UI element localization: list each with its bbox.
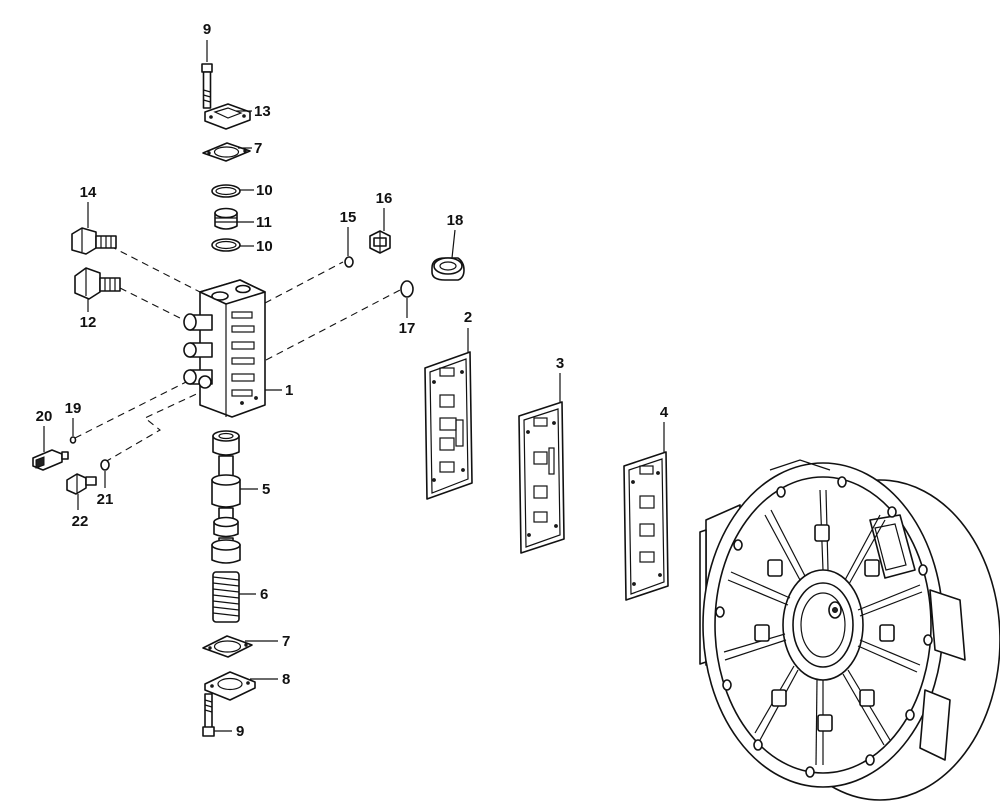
callout-9-top: 9	[203, 21, 211, 38]
callout-20: 20	[36, 408, 53, 425]
o-ring-part-17	[400, 280, 414, 298]
gasket-part-7-top	[202, 142, 251, 162]
callout-11: 11	[256, 214, 272, 231]
callout-13: 13	[254, 103, 271, 120]
callout-labels: 9 13 7 10 11 10 14 12 15 16 18 17 2 3 4 …	[36, 21, 669, 740]
o-ring-part-10-upper	[211, 184, 241, 198]
plate-part-4	[623, 451, 669, 601]
plug-part-18	[431, 257, 465, 281]
spool-part-5	[211, 430, 241, 564]
cover-part-8	[204, 671, 256, 701]
plate-part-3	[518, 401, 565, 554]
gasket-part-7-bottom	[202, 635, 253, 658]
callout-16: 16	[376, 190, 393, 207]
callout-5: 5	[262, 481, 270, 498]
bolt-part-9-bottom	[202, 693, 215, 737]
callout-9-bottom: 9	[236, 723, 244, 740]
sensor-part-20	[32, 449, 69, 471]
plug-part-16	[369, 230, 391, 254]
callout-2: 2	[464, 309, 472, 326]
callout-22: 22	[72, 513, 89, 530]
callout-10-lower: 10	[256, 238, 273, 255]
callout-14: 14	[80, 184, 97, 201]
o-ring-part-19	[69, 436, 77, 444]
callout-17: 17	[399, 320, 416, 337]
callout-1: 1	[285, 382, 293, 399]
leader-lines	[43, 40, 665, 732]
plate-part-2	[424, 351, 473, 500]
fitting-part-14	[71, 227, 117, 255]
callout-19: 19	[65, 400, 82, 417]
transmission-housing	[699, 459, 1000, 801]
housing-ribs	[723, 489, 923, 766]
callout-8: 8	[282, 671, 290, 688]
bolt-part-9-top	[201, 63, 213, 109]
o-ring-part-10-lower	[211, 238, 241, 252]
plug-part-11	[214, 207, 238, 230]
callout-7-top: 7	[254, 140, 262, 157]
fitting-part-12	[74, 267, 121, 300]
callout-10-upper: 10	[256, 182, 273, 199]
cover-part-13	[204, 103, 251, 130]
callout-4: 4	[660, 404, 669, 421]
callout-3: 3	[556, 355, 564, 372]
assembly-lines	[74, 245, 401, 463]
callout-12: 12	[80, 314, 97, 331]
fitting-part-22	[66, 473, 97, 495]
callout-15: 15	[340, 209, 357, 226]
valve-block-part-1	[183, 279, 266, 418]
callout-18: 18	[447, 212, 464, 229]
o-ring-part-21	[100, 459, 110, 471]
housing-bosses	[754, 524, 895, 732]
housing-bolt-holes	[715, 476, 933, 778]
spring-part-6	[212, 571, 240, 623]
o-ring-part-15	[344, 256, 354, 268]
callout-7-bottom: 7	[282, 633, 290, 650]
callout-6: 6	[260, 586, 268, 603]
callout-21: 21	[97, 491, 114, 508]
